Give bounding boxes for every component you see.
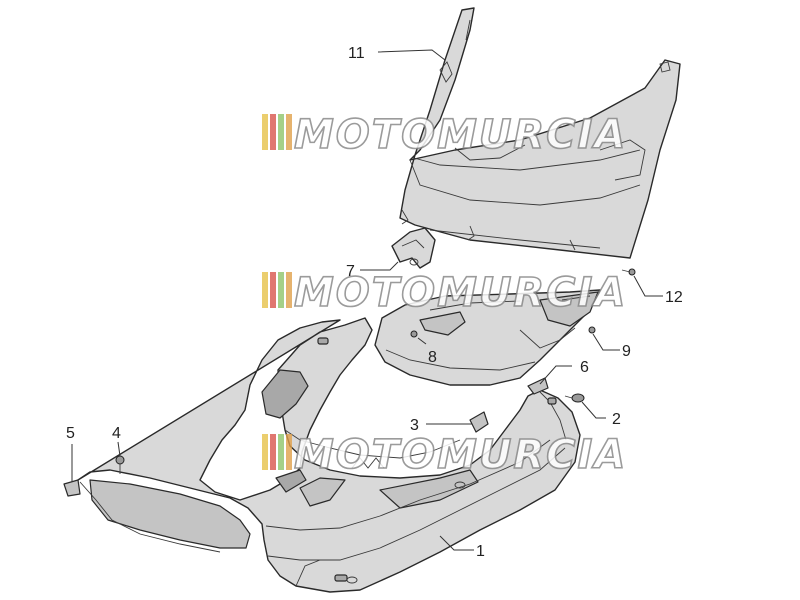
wm-bar-2 [270, 114, 276, 150]
callout-9: 9 [622, 343, 631, 360]
wm-bar-2 [270, 434, 276, 470]
wm-bar-3 [278, 434, 284, 470]
wm-bar-2 [270, 272, 276, 308]
leader-1 [439, 535, 474, 551]
watermark-text: MOTOMURCIA [294, 432, 627, 478]
leader-11 [377, 49, 446, 61]
part-2-bolt [564, 393, 585, 403]
part-7-clip-panel [391, 227, 436, 269]
wm-bar-1 [262, 272, 268, 308]
part-11-inner-shield [399, 7, 681, 259]
callout-11: 11 [348, 45, 365, 62]
wm-bar-4 [286, 114, 292, 150]
leader-lines [71, 49, 663, 551]
part-5-clip [63, 479, 81, 497]
leader-2 [581, 401, 606, 419]
leader-12 [633, 275, 663, 297]
leader-9 [592, 333, 620, 351]
wm-bar-3 [278, 114, 284, 150]
callout-8: 8 [428, 349, 437, 366]
part-lower-front-cover [374, 289, 601, 386]
callout-2: 2 [612, 411, 621, 428]
watermark-2: MOTOMURCIA [262, 269, 627, 317]
wm-bar-3 [278, 272, 284, 308]
part-9-screw [588, 326, 596, 334]
leader-8 [417, 337, 427, 345]
leader-7 [360, 261, 399, 271]
part-4-screw [115, 455, 125, 474]
part-3-clip [469, 411, 489, 433]
watermark-logo-bars [262, 434, 292, 470]
part-12-screw [621, 268, 636, 276]
callout-3: 3 [410, 417, 419, 434]
watermark-3: MOTOMURCIA [262, 431, 627, 479]
hardware [63, 268, 636, 497]
callout-1: 1 [476, 543, 485, 560]
callout-5: 5 [66, 425, 75, 442]
watermark-text: MOTOMURCIA [294, 112, 627, 158]
watermark-text: MOTOMURCIA [294, 270, 627, 316]
callout-4: 4 [112, 425, 121, 442]
leader-6 [539, 365, 572, 385]
wm-bar-4 [286, 272, 292, 308]
watermark-logo-bars [262, 272, 292, 308]
callout-7: 7 [346, 263, 355, 280]
part-6-bracket [527, 377, 549, 395]
callout-6: 6 [580, 359, 589, 376]
part-1-floor-panel [77, 317, 581, 593]
watermark-logo-bars [262, 114, 292, 150]
wm-bar-1 [262, 114, 268, 150]
callout-labels: 11 12 9 8 7 6 2 3 4 5 1 [66, 45, 683, 560]
wm-bar-4 [286, 434, 292, 470]
part-8-screw [410, 330, 418, 338]
watermark-1: MOTOMURCIA [262, 111, 627, 159]
leader-4 [117, 441, 121, 457]
callout-12: 12 [665, 289, 683, 306]
wm-bar-1 [262, 434, 268, 470]
